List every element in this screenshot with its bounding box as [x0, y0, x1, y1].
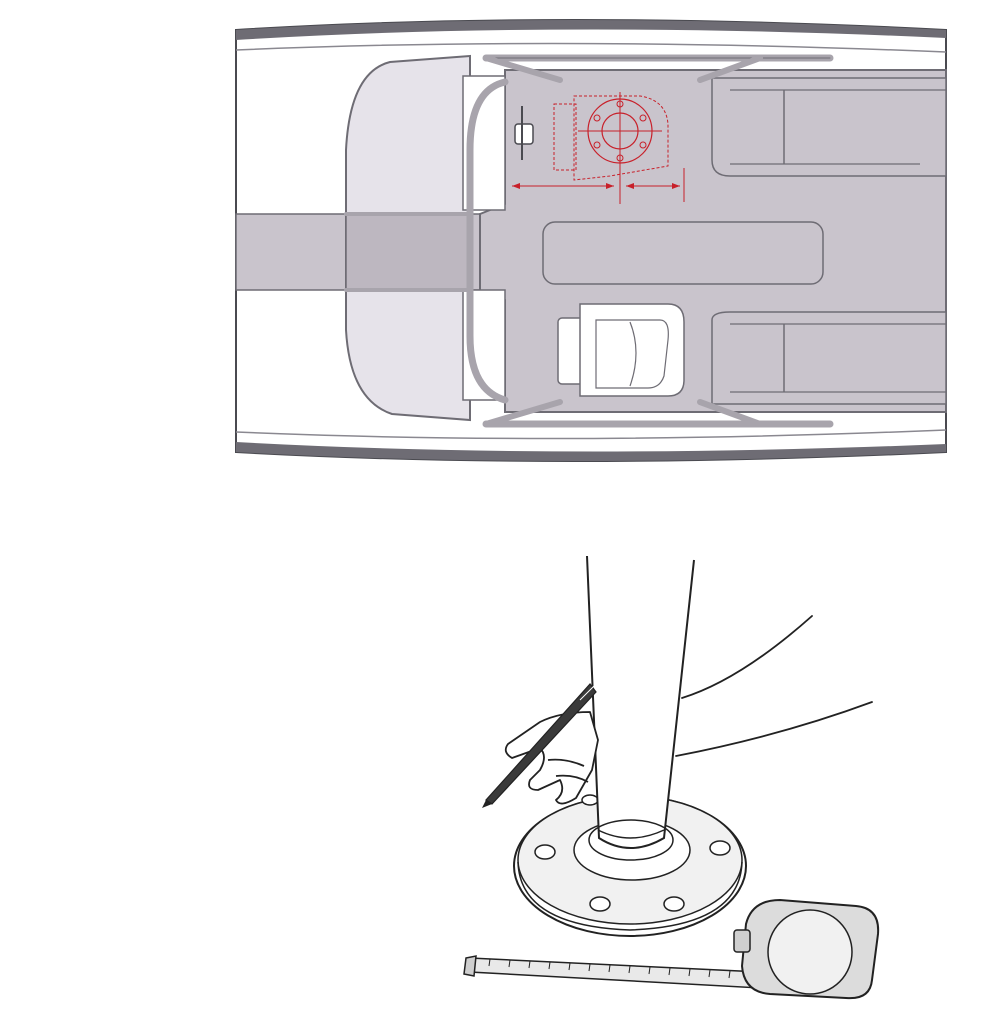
pedestal-post	[586, 555, 695, 861]
bow-walkway-dark	[345, 213, 471, 291]
sheer-line	[235, 42, 947, 440]
template-tab	[553, 103, 577, 171]
hand	[504, 711, 599, 805]
center-hatch	[542, 221, 824, 285]
arm	[675, 615, 873, 757]
pedestal-flange	[513, 794, 747, 937]
seat-upper	[711, 77, 947, 177]
bolt-hole-3	[593, 114, 601, 122]
bolt-hole-5	[593, 141, 601, 149]
flange-bolt-hole	[581, 794, 599, 806]
arrow-right-b	[672, 183, 680, 189]
flange-bolt-hole	[534, 844, 556, 860]
arrow-left-a	[512, 183, 520, 189]
cleat	[514, 106, 534, 160]
marker-pen	[482, 683, 597, 808]
boat-top-view	[235, 19, 947, 462]
flange-bolt-hole	[589, 896, 611, 912]
pedestal-layout-mark	[512, 92, 685, 204]
flange-bolt-hole	[709, 840, 731, 856]
pedestal-marking	[463, 555, 880, 1000]
seat-lower	[711, 311, 947, 405]
flange-bolt-hole	[663, 896, 685, 912]
bolt-hole-4	[639, 114, 647, 122]
arrow-right-a	[626, 183, 634, 189]
tape-blade	[469, 957, 761, 989]
rub-rail-top	[236, 20, 946, 40]
bolt-hole-6	[639, 141, 647, 149]
rub-rail-bottom	[236, 442, 946, 461]
tower-rail	[344, 54, 834, 428]
helm-seat	[557, 303, 685, 397]
seat-base-template-outline	[573, 95, 669, 181]
arrow-left-b	[606, 183, 614, 189]
tape-measure	[463, 898, 880, 1000]
